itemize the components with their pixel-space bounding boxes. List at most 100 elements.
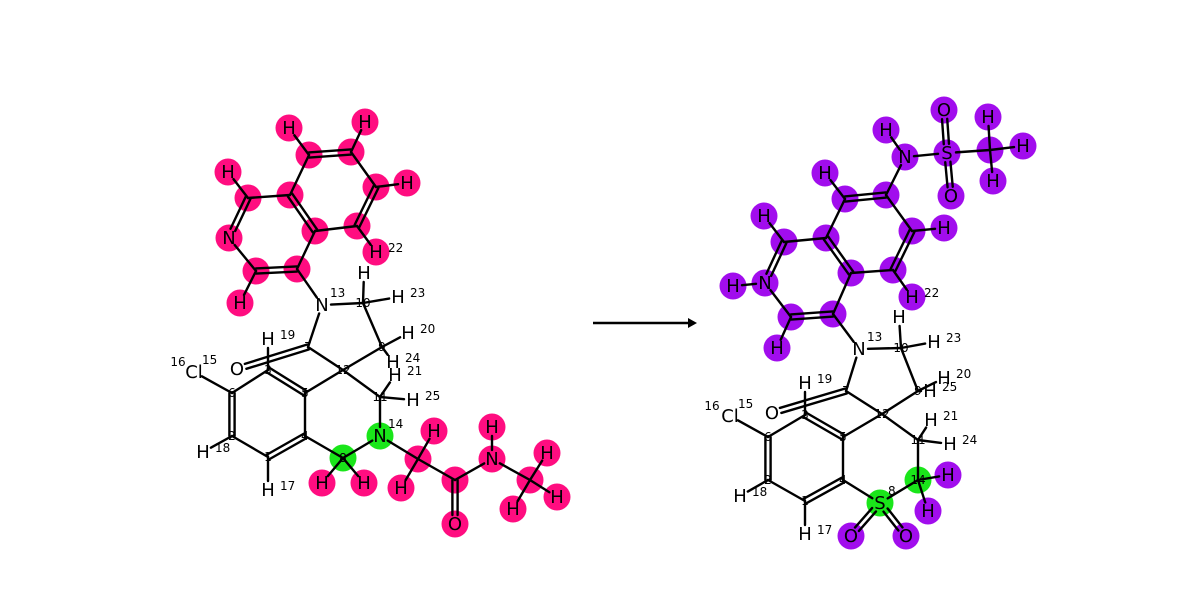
reactant-bond-line xyxy=(230,368,270,395)
product-atom-highlight xyxy=(892,522,920,550)
reactant-bond xyxy=(229,195,252,233)
reactant-bond-line xyxy=(242,269,258,297)
reactant-bond-line xyxy=(209,434,234,449)
reactant-bond-line xyxy=(341,456,360,478)
reactant-bond xyxy=(361,301,384,349)
reactant-atom-number: 2 xyxy=(228,429,236,443)
reactant-atom-highlight xyxy=(393,169,421,197)
bond-layer xyxy=(200,117,1016,533)
product-atom-symbol: O xyxy=(937,100,951,121)
product-atom-symbol: H xyxy=(937,218,951,239)
product-atom-symbol: H xyxy=(981,107,995,128)
product-atom-number: 9 xyxy=(914,384,922,398)
product-bond xyxy=(769,288,793,319)
reactant-bond xyxy=(353,184,380,229)
product-bond-line xyxy=(844,389,884,416)
reactant-bond-line xyxy=(380,336,402,349)
reactant-atom-symbol: N xyxy=(373,426,386,447)
product-atom-number: 17 xyxy=(817,523,832,537)
product-atom-highlight xyxy=(891,143,919,171)
reactant-bond xyxy=(286,192,319,234)
product-atom-number: 5 xyxy=(839,430,847,444)
product-atom-symbol: O xyxy=(844,526,858,547)
product-atom-number: 13 xyxy=(867,330,882,344)
product-bond-line xyxy=(766,478,807,503)
reactant-bond-line xyxy=(329,301,365,306)
reactant-bond-line xyxy=(265,371,305,397)
product-bond xyxy=(802,476,846,505)
reactant-bond-line xyxy=(307,153,353,159)
product-bond xyxy=(988,145,1016,152)
product-atom-number: 12 xyxy=(874,407,889,421)
reactant-atom-symbol: H xyxy=(261,329,275,350)
reactant-bond xyxy=(378,395,406,401)
product-atom-symbol: H xyxy=(733,486,747,507)
reactant-bond-line xyxy=(200,375,234,395)
reactant-bond-line xyxy=(341,368,382,399)
reactant-atom-number: 21 xyxy=(407,364,422,378)
reactant-bond xyxy=(303,434,345,460)
product-bond-line xyxy=(889,136,902,151)
reactant-bond xyxy=(303,368,345,395)
product-bond-line xyxy=(898,324,903,350)
reactant-bond xyxy=(374,182,400,189)
reactant-bond-line xyxy=(254,265,299,270)
product-bond-line xyxy=(882,510,900,532)
product-atom-symbol: S xyxy=(941,143,952,164)
product-bond-line xyxy=(802,476,843,500)
reactant-bond xyxy=(307,148,353,159)
product-bond xyxy=(764,435,772,482)
reactant-atom-number: 7 xyxy=(304,340,312,354)
product-bond-line xyxy=(884,163,903,197)
reactant-bond-line xyxy=(230,434,270,459)
reactant-atom-symbol: Cl xyxy=(185,362,203,383)
reactant-atom-symbol: H xyxy=(233,293,247,314)
reactant-atom-symbol: N xyxy=(315,295,328,316)
reaction-arrow xyxy=(593,318,697,328)
reactant-bond-line xyxy=(295,267,319,299)
reactant-bond xyxy=(306,312,321,349)
reactant-bond xyxy=(313,224,359,233)
product-bond-line xyxy=(768,221,786,244)
product-atom-symbol: H xyxy=(892,307,906,328)
reactant-atom-symbol: N xyxy=(485,449,498,470)
reactant-bond-line xyxy=(355,224,372,246)
product-atom-highlight xyxy=(974,103,1002,131)
product-atom-number: 22 xyxy=(924,286,939,300)
reactant-bond xyxy=(498,462,532,482)
reactant-atom-symbol: O xyxy=(230,359,244,380)
reactant-atom-symbol: N xyxy=(222,228,235,249)
product-bond xyxy=(866,346,903,350)
reactant-bond xyxy=(349,150,378,189)
reactant-atom-highlight xyxy=(226,289,254,317)
reactant-atom-number: 14 xyxy=(388,417,403,431)
reactant-bond xyxy=(341,368,382,399)
reactant-bond xyxy=(341,439,374,460)
reactant-atom-symbol: H xyxy=(315,473,329,494)
reactant-bond xyxy=(341,345,384,372)
product-bond xyxy=(831,271,853,316)
product-bond xyxy=(849,268,895,275)
reactant-atom-symbol: H xyxy=(506,499,520,520)
product-atom-number: 1 xyxy=(801,494,809,508)
reactant-atom-number: 16 xyxy=(170,355,185,369)
reactant-bond-line xyxy=(386,439,420,461)
reactant-atom-number: 20 xyxy=(420,322,435,336)
reactant-bond xyxy=(293,134,311,157)
reactant-atom-number: 13 xyxy=(330,286,345,300)
reactant-atom-symbol: H xyxy=(358,112,372,133)
reactant-bond-line xyxy=(307,148,353,154)
reactant-atom-number: 11 xyxy=(372,390,387,404)
reactant-bond-line xyxy=(528,459,544,482)
product-bond-line xyxy=(778,387,847,410)
product-bond xyxy=(988,148,994,174)
product-bond-line xyxy=(841,478,874,500)
reactant-atom-highlight xyxy=(441,510,469,538)
reactant-atom-number: 15 xyxy=(202,353,217,367)
reactant-bond-line xyxy=(293,134,311,157)
product-atom-symbol: H xyxy=(937,368,951,389)
reactant-bond-line xyxy=(265,432,305,456)
product-atom-number: 21 xyxy=(943,409,958,423)
reactant-bond xyxy=(355,224,372,246)
product-atom-symbol: H xyxy=(798,524,812,545)
